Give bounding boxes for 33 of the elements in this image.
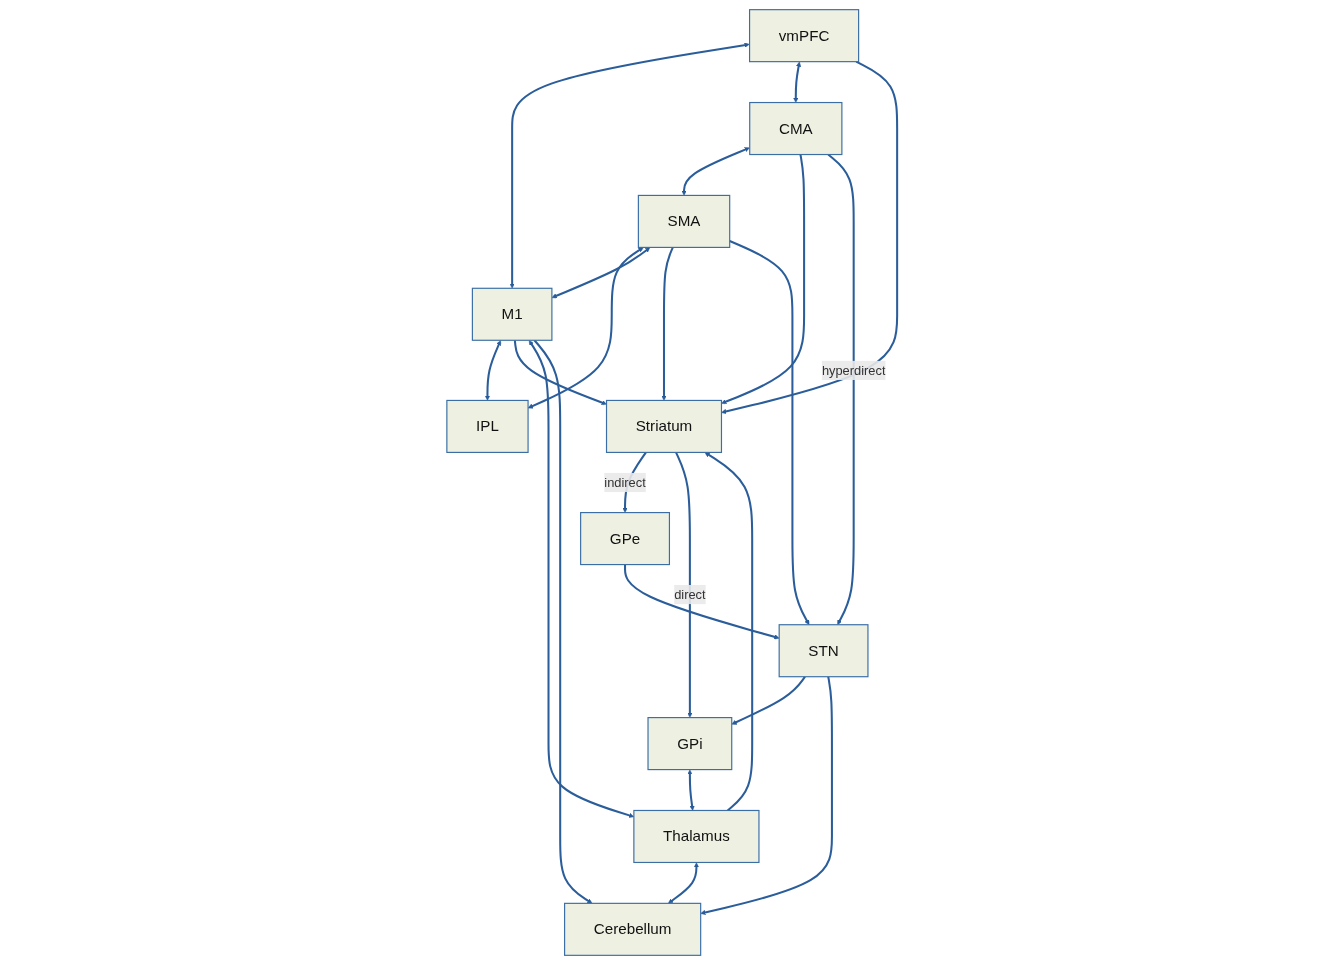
arrow <box>700 676 833 915</box>
arrow <box>533 339 593 904</box>
arrow <box>731 676 806 725</box>
node-box: GPe <box>580 512 671 566</box>
node-box: IPL <box>446 399 529 453</box>
node-box: GPi <box>647 717 733 771</box>
arrow <box>551 247 651 299</box>
node-box: Cerebellum <box>564 902 702 956</box>
node-box: vmPFC <box>749 9 860 63</box>
arrow <box>675 452 693 718</box>
node-box: Thalamus <box>633 809 760 864</box>
edge-label: direct <box>674 587 706 602</box>
edge-label: indirect <box>604 475 646 490</box>
node-box: SMA <box>637 194 731 248</box>
arrow <box>827 153 855 625</box>
arrow <box>513 340 607 406</box>
arrow <box>793 61 802 103</box>
node-box: STN <box>778 624 869 678</box>
node-box: Striatum <box>605 399 723 453</box>
arrow <box>509 42 750 289</box>
arrow <box>729 240 810 625</box>
edge-label: hyperdirect <box>821 363 886 378</box>
arrow <box>681 147 750 196</box>
arrow <box>484 340 502 401</box>
arrow <box>721 154 806 405</box>
node-box: CMA <box>749 101 843 156</box>
arrow <box>624 564 780 640</box>
arrow <box>668 862 699 904</box>
arrow <box>704 452 754 812</box>
node-box: M1 <box>471 287 553 341</box>
arrow <box>687 769 695 811</box>
arrow <box>721 60 899 414</box>
arrow <box>661 247 674 401</box>
